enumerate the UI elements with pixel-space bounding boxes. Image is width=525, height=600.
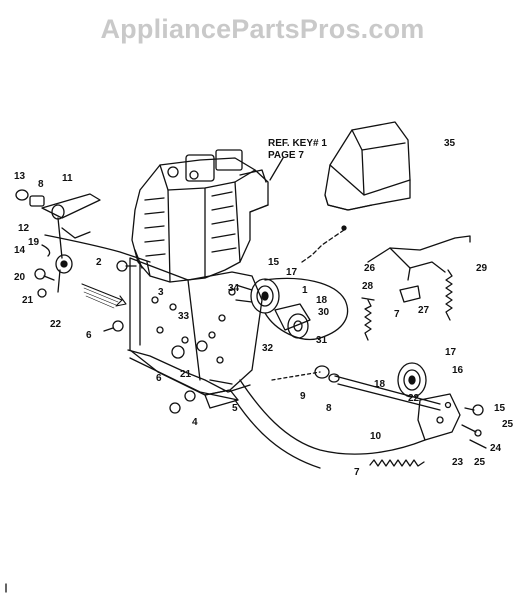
callout-8: 8 <box>38 179 44 190</box>
callout-17-lower: 17 <box>445 347 457 358</box>
cable-lower <box>61 227 91 239</box>
pulley-lower <box>397 362 427 398</box>
callout-24: 24 <box>490 443 502 454</box>
callout-18-lower: 18 <box>374 379 386 390</box>
callout-11: 11 <box>62 173 73 184</box>
callout-16: 16 <box>452 365 464 376</box>
pin-parts <box>461 424 487 449</box>
callout-15: 15 <box>268 257 280 268</box>
spacer <box>314 365 340 383</box>
callout-31: 31 <box>316 335 328 346</box>
drive-shaft <box>334 375 441 411</box>
callout-21-lower: 21 <box>180 369 192 380</box>
bolt-left <box>103 320 124 332</box>
callout-4: 4 <box>192 417 198 428</box>
spring-left <box>41 244 51 257</box>
watermark: AppliancePartsPros.com <box>100 14 425 44</box>
callout-29: 29 <box>476 263 488 274</box>
callout-20: 20 <box>14 272 26 283</box>
chassis-frame <box>129 257 263 409</box>
reference-note: REF. KEY# 1 PAGE 7 <box>268 138 327 162</box>
callout-1: 1 <box>302 285 308 296</box>
control-rod <box>367 235 471 281</box>
callout-13: 13 <box>14 171 26 182</box>
callout-3: 3 <box>158 287 164 298</box>
callout-22: 22 <box>50 319 62 330</box>
callout-17: 17 <box>286 267 298 278</box>
auger-housing-lower <box>234 399 321 469</box>
idler-pulley <box>287 313 309 339</box>
callout-25-lower: 25 <box>474 457 486 468</box>
callout-19: 19 <box>28 237 40 248</box>
callout-6-lower: 6 <box>156 373 162 384</box>
callout-7-upper: 7 <box>394 309 400 320</box>
control-cable <box>44 234 151 263</box>
callout-14: 14 <box>14 245 26 256</box>
spring-lower <box>369 459 425 467</box>
callout-33: 33 <box>178 311 190 322</box>
callout-2: 2 <box>96 257 102 268</box>
callout-7-lower: 7 <box>354 467 360 478</box>
left-bolts <box>34 268 55 298</box>
lower-dashed-leader <box>271 371 321 381</box>
callout-15-lower: 15 <box>494 403 506 414</box>
callout-30: 30 <box>318 307 330 318</box>
belt-cover <box>324 121 411 231</box>
auger-housing-outline <box>239 379 426 455</box>
clip-bracket <box>399 285 421 303</box>
callout-25-upper: 25 <box>502 419 514 430</box>
left-lever-bracket <box>41 193 101 293</box>
callout-26: 26 <box>364 263 376 274</box>
callout-21: 21 <box>22 295 34 306</box>
spring-upper <box>361 297 375 341</box>
callout-28: 28 <box>362 281 374 292</box>
arrow-hatching <box>83 287 119 309</box>
callout-22-lower: 22 <box>408 393 420 404</box>
bolt-top <box>116 260 137 272</box>
callout-18: 18 <box>316 295 328 306</box>
reference-leader <box>269 157 284 181</box>
callout-32: 32 <box>262 343 274 354</box>
spring-right <box>445 269 453 321</box>
callout-34: 34 <box>228 283 240 294</box>
callout-9: 9 <box>300 391 306 402</box>
callout-27: 27 <box>418 305 430 316</box>
lower-fasteners <box>169 340 233 414</box>
callout-35: 35 <box>444 138 456 149</box>
lower-bracket <box>417 393 461 441</box>
cover-dashed-leader <box>301 229 345 263</box>
callout-12: 12 <box>18 223 30 234</box>
callout-5: 5 <box>232 403 238 414</box>
idler-bracket <box>274 303 311 331</box>
callout-8-lower: 8 <box>326 403 332 414</box>
callout-23: 23 <box>452 457 464 468</box>
reference-key: REF. KEY# 1 <box>268 138 327 149</box>
assembly-arrow <box>81 283 127 307</box>
bolt-lower-right <box>464 404 484 416</box>
knob-parts <box>15 189 45 207</box>
reference-page: PAGE 7 <box>268 150 304 161</box>
callout-10: 10 <box>370 431 382 442</box>
engine <box>131 149 269 283</box>
callout-6-left: 6 <box>86 330 92 341</box>
lower-plate <box>127 349 251 401</box>
pulley-upper <box>235 278 280 314</box>
drive-belt <box>264 277 349 340</box>
